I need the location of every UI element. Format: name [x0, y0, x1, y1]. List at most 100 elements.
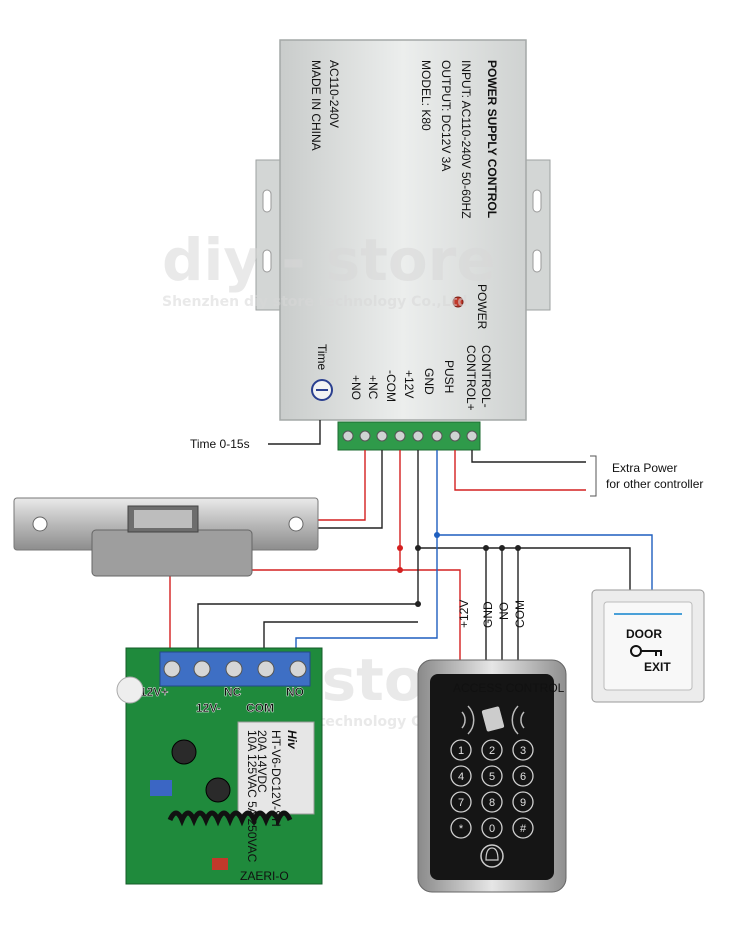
strike-screw-hole	[32, 516, 48, 532]
terminal-label-com: -COM	[384, 370, 398, 402]
keypad-key[interactable]	[450, 765, 472, 787]
relay-no-wire-blue	[295, 535, 438, 650]
relay-terminal-screw	[257, 660, 275, 678]
strike-body	[91, 529, 253, 577]
terminal-screw	[412, 430, 424, 442]
extra-power-wire-black	[471, 450, 586, 463]
terminal-label-control-minus: CONTROL-	[479, 345, 493, 408]
relay-rating-2: 10A 125VAC 5A 250VAC	[245, 730, 259, 863]
mount-hole	[262, 189, 272, 213]
junction-dot	[415, 545, 421, 551]
psu-made-in: MADE IN CHINA	[309, 60, 323, 151]
keypad-key-label: 6	[520, 771, 526, 783]
antenna-connector	[116, 676, 144, 704]
doorbell-key[interactable]	[480, 844, 504, 868]
keypad-key-label: #	[520, 823, 527, 835]
junction-dot	[397, 567, 403, 573]
psu-title: POWER SUPPLY CONTROL	[485, 60, 499, 218]
junction-dot	[483, 545, 489, 551]
keypad-key-label: 0	[489, 823, 495, 835]
potentiometer	[150, 780, 172, 796]
keypad-key[interactable]	[450, 791, 472, 813]
terminal-label-control-plus: CONTROL+	[464, 345, 478, 411]
terminal-screw	[394, 430, 406, 442]
relay-gnd-wire	[197, 548, 419, 650]
junction-dot	[434, 532, 440, 538]
bell-icon	[485, 847, 499, 861]
psu-input: INPUT: AC110-240V 50-60HZ	[459, 60, 473, 219]
exit-button-face[interactable]	[603, 601, 693, 691]
junction-dot	[515, 545, 521, 551]
power-supply-unit: POWER SUPPLY CONTROL INPUT: AC110-240V 5…	[255, 39, 551, 451]
terminal-screw	[359, 430, 371, 442]
relay-board: 12V+ 12V- NC COM NO Hiv HT-V6-DC12V-SH 2…	[116, 647, 323, 885]
relay-component	[237, 721, 315, 815]
relay-terminal-screw	[289, 660, 307, 678]
keypad-key[interactable]	[512, 765, 534, 787]
capacitor	[205, 777, 231, 803]
keypad-key-label: 3	[520, 745, 526, 757]
keypad-key[interactable]	[512, 739, 534, 761]
rfid-icon	[461, 705, 525, 735]
keypad-key[interactable]	[450, 817, 472, 839]
terminal-screw	[466, 430, 478, 442]
key-icon	[630, 645, 662, 657]
extra-power-wire-red	[454, 450, 586, 491]
wire-label-gnd: GND	[481, 601, 495, 628]
terminal-label-push: PUSH	[442, 360, 456, 393]
relay-brand: Hiv	[285, 730, 299, 750]
power-led-label: POWER	[475, 284, 489, 330]
wire-junctions	[397, 532, 521, 607]
strike-latch	[134, 510, 192, 528]
keypad-12v-wire	[400, 569, 461, 660]
rf-chip	[212, 858, 228, 870]
keypad-key[interactable]	[481, 765, 503, 787]
capacitor	[171, 739, 197, 765]
psu-terminal-screws	[342, 430, 478, 442]
terminal-screw	[431, 430, 443, 442]
keypad-key[interactable]	[481, 817, 503, 839]
keypad-key-label: 1	[458, 745, 464, 757]
relay-12v-wire	[169, 450, 401, 650]
psu-output: OUTPUT: DC12V 3A	[439, 60, 453, 171]
relay-chip-label: ZAERI-O	[240, 869, 289, 883]
relay-label-12v-plus: 12V+	[140, 685, 168, 699]
relay-label-12v-minus: 12V-	[196, 701, 221, 715]
relay-com-wire	[263, 621, 418, 650]
keypad-key[interactable]	[481, 791, 503, 813]
keypad-key[interactable]	[450, 739, 472, 761]
keypad-key-label: 7	[458, 797, 464, 809]
time-knob-label: Time	[315, 344, 329, 371]
power-led	[452, 296, 464, 308]
junction-dot	[415, 601, 421, 607]
mount-hole	[532, 189, 542, 213]
terminal-screw	[342, 430, 354, 442]
keypad-key-label: 4	[458, 771, 464, 783]
relay-rating-1: 20A 14VDC	[255, 730, 269, 793]
keypad-key[interactable]	[512, 791, 534, 813]
wires	[169, 420, 653, 660]
electric-strike-lock	[13, 497, 319, 577]
psu-model: MODEL: K80	[419, 60, 433, 131]
keypad-key-label: 5	[489, 771, 495, 783]
mount-hole	[262, 249, 272, 273]
left-flange	[255, 159, 283, 311]
right-flange	[523, 159, 551, 311]
keypad-key[interactable]	[481, 739, 503, 761]
exit-button-door-label: DOOR	[626, 627, 662, 641]
wire-label-no: NO	[497, 602, 511, 620]
time-range-label: Time 0-15s	[190, 437, 250, 451]
relay-terminal-screw	[163, 660, 181, 678]
watermark-brand: diy - store	[162, 226, 496, 294]
wire-label-com: COM	[513, 600, 527, 628]
terminal-screw	[449, 430, 461, 442]
strike-screw-hole	[288, 516, 304, 532]
keypad-title: ACCESS CONTROL	[453, 681, 565, 695]
psu-ac: AC110-240V	[327, 60, 341, 128]
keypad-key-label: *	[459, 823, 464, 835]
keypad-key[interactable]	[512, 817, 534, 839]
gnd-bus-wire	[417, 450, 519, 660]
time-leader-line	[268, 420, 321, 445]
keypad-key-label: 8	[489, 797, 495, 809]
